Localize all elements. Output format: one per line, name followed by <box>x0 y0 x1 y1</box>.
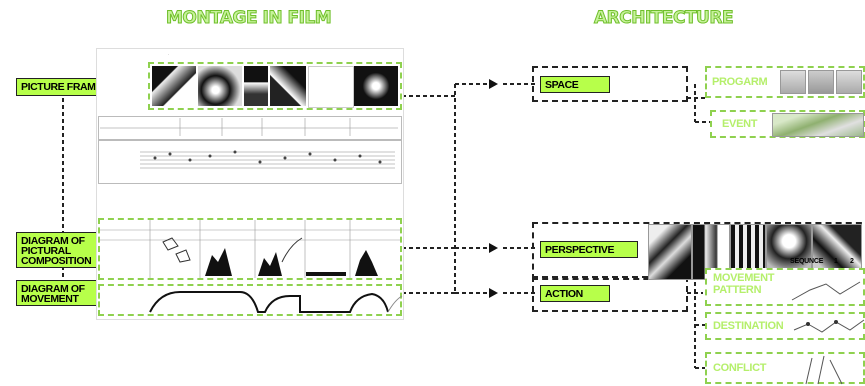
film-frame <box>152 66 196 106</box>
sequence-number: 2 <box>850 258 854 265</box>
label-event: EVENT <box>722 118 758 130</box>
label-destination: DESTINATION <box>713 320 784 332</box>
arrow-right-icon <box>489 288 498 298</box>
program-thumb <box>836 70 862 94</box>
sequence-label: SEQUNCE <box>790 258 824 265</box>
pictorial-composition-box <box>98 218 402 280</box>
film-frame <box>308 66 354 108</box>
action-frame <box>532 276 688 312</box>
space-frame <box>532 66 688 102</box>
title-montage-in-film: MONTAGE IN FILM <box>165 8 332 29</box>
program-thumb <box>808 70 834 94</box>
label-movement-pattern: MOVEMENT PATTERN <box>713 272 775 296</box>
film-frame <box>198 66 242 106</box>
film-frame <box>244 66 268 106</box>
program-thumb <box>780 70 806 94</box>
event-image <box>772 113 864 137</box>
conflict-box <box>705 352 865 384</box>
film-frame <box>354 66 398 106</box>
label-action: ACTION <box>540 285 610 302</box>
arrow-right-icon <box>489 243 498 253</box>
tick: · <box>168 52 170 57</box>
label-program: PROGARM <box>712 76 768 88</box>
movement-pattern-box <box>705 268 865 306</box>
destination-box <box>705 312 865 340</box>
perspective-image <box>648 224 692 280</box>
title-architecture: ARCHITECTURE <box>593 8 734 29</box>
sequence-number: 1 <box>834 258 838 265</box>
label-conflict: CONFLICT <box>713 362 767 374</box>
label-perspective: PERSPECTIVE <box>540 241 638 258</box>
arrow-right-icon <box>489 79 498 89</box>
music-staff-row <box>98 140 402 184</box>
label-space: SPACE <box>540 76 610 93</box>
film-frame <box>270 66 306 106</box>
